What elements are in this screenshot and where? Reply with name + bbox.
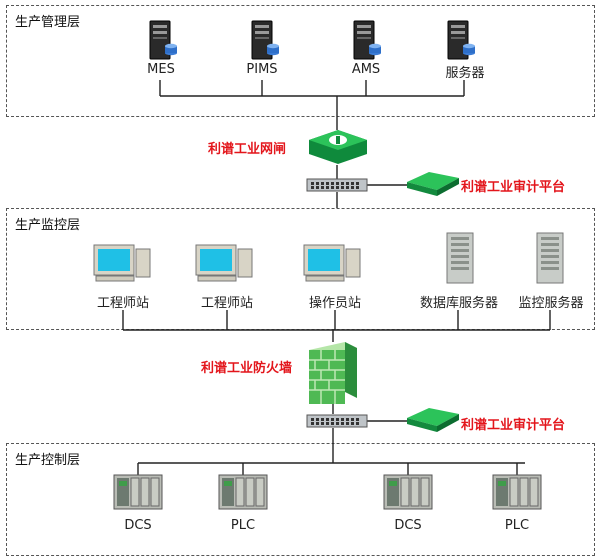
control-layer-box: 生产控制层: [6, 443, 595, 556]
workstation-icon-3: [303, 244, 361, 282]
workstation-label-3: 操作员站: [308, 296, 361, 311]
workstation-icon-2: [195, 244, 253, 282]
controller-icon-plc-2: [492, 474, 542, 510]
management-layer-title: 生产管理层: [15, 15, 81, 30]
controller-icon-dcs-1: [113, 474, 163, 510]
controller-icon-dcs-2: [383, 474, 433, 510]
controller-label-plc-1: PLC: [230, 518, 256, 533]
firewall-icon: [309, 342, 357, 404]
audit-platform-label-bottom: 利谱工业审计平台: [461, 418, 566, 433]
audit-platform-icon-top: [407, 172, 459, 196]
controller-label-dcs-2: DCS: [394, 518, 422, 533]
database-server-label: 数据库服务器: [419, 296, 498, 311]
workstation-icon-1: [93, 244, 151, 282]
monitoring-server-icon: [536, 232, 564, 284]
controller-label-dcs-1: DCS: [124, 518, 152, 533]
gateway-icon: [309, 130, 367, 164]
database-server-icon: [446, 232, 474, 284]
control-layer-title: 生产控制层: [15, 453, 81, 468]
server-label-generic: 服务器: [445, 66, 485, 81]
monitoring-layer-title: 生产监控层: [15, 218, 81, 233]
server-icon-mes: [149, 20, 177, 60]
switch-icon-top: [306, 178, 368, 192]
server-icon-ams: [353, 20, 381, 60]
audit-platform-label-top: 利谱工业审计平台: [461, 180, 566, 195]
server-label-mes: MES: [147, 62, 175, 77]
monitoring-server-label: 监控服务器: [518, 296, 584, 311]
workstation-label-1: 工程师站: [96, 296, 149, 311]
controller-label-plc-2: PLC: [504, 518, 530, 533]
server-icon-generic: [447, 20, 475, 60]
controller-icon-plc-1: [218, 474, 268, 510]
server-label-pims: PIMS: [246, 62, 278, 77]
firewall-label: 利谱工业防火墙: [201, 361, 293, 376]
management-layer-box: 生产管理层: [6, 5, 595, 117]
switch-icon-bottom: [306, 414, 368, 428]
server-icon-pims: [251, 20, 279, 60]
workstation-label-2: 工程师站: [200, 296, 253, 311]
audit-platform-icon-bottom: [407, 408, 459, 432]
gateway-label: 利谱工业网闸: [208, 142, 287, 157]
server-label-ams: AMS: [351, 62, 381, 77]
